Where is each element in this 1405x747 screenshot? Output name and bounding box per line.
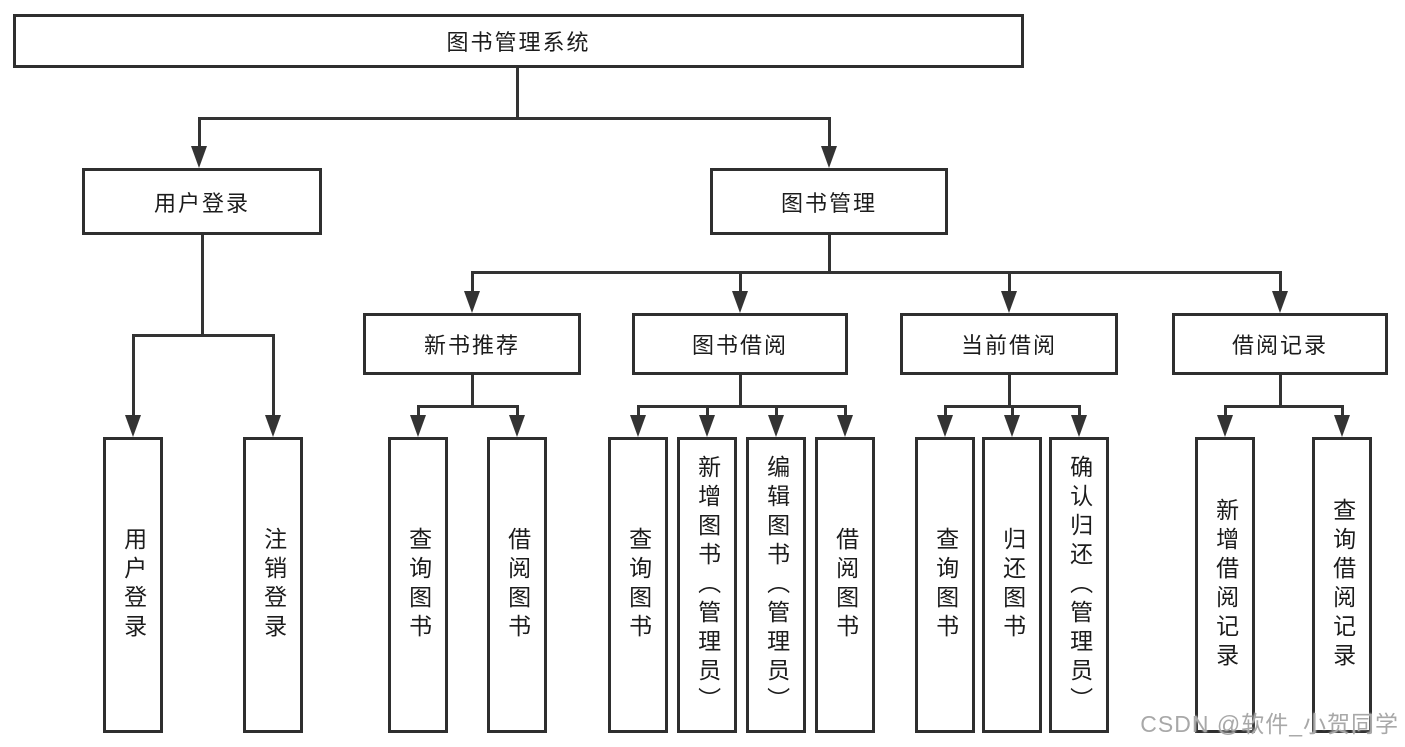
connector-drop-leaf xyxy=(1224,405,1227,417)
connector-rail-user-login xyxy=(132,334,274,337)
connector-drop-leaf xyxy=(944,405,947,417)
connector-drop-current-borrow xyxy=(1008,271,1011,293)
connector-drop-new-books xyxy=(471,271,474,293)
connector-book-mgmt-stem xyxy=(828,235,831,274)
leaf-query-borrow-record: 查询借阅记录 xyxy=(1312,437,1372,733)
connector-drop-leaf xyxy=(417,405,420,417)
connector-drop-book-mgmt xyxy=(828,117,831,148)
connector-drop-leaf xyxy=(516,405,519,417)
arrow-down xyxy=(1334,415,1350,437)
node-new-books: 新书推荐 xyxy=(363,313,581,375)
connector-borrow-records-stem xyxy=(1279,375,1282,408)
arrow-down xyxy=(464,291,480,313)
connector-user-login-stem xyxy=(201,235,204,337)
arrow-down xyxy=(768,415,784,437)
leaf-confirm-return-admin: 确认归还（管理员） xyxy=(1049,437,1109,733)
arrow-down xyxy=(509,415,525,437)
leaf-edit-books-admin: 编辑图书（管理员） xyxy=(746,437,806,733)
connector-root-stem xyxy=(516,68,519,120)
arrow-down xyxy=(937,415,953,437)
arrow-down xyxy=(1001,291,1017,313)
connector-new-books-stem xyxy=(471,375,474,408)
arrow-down xyxy=(1004,415,1020,437)
node-current-borrow: 当前借阅 xyxy=(900,313,1118,375)
arrow-down xyxy=(191,146,207,168)
connector-drop-leaf xyxy=(1078,405,1081,417)
leaf-user-login: 用户登录 xyxy=(103,437,163,733)
leaf-query-books: 查询图书 xyxy=(608,437,668,733)
arrow-down xyxy=(630,415,646,437)
arrow-down xyxy=(1272,291,1288,313)
connector-drop-leaf xyxy=(844,405,847,417)
connector-rail-borrow-records xyxy=(1224,405,1343,408)
connector-drop-leaf xyxy=(272,334,275,417)
arrow-down xyxy=(265,415,281,437)
arrow-down xyxy=(732,291,748,313)
arrow-down xyxy=(821,146,837,168)
connector-drop-book-borrow xyxy=(739,271,742,293)
arrow-down xyxy=(699,415,715,437)
node-root-system: 图书管理系统 xyxy=(13,14,1024,68)
node-book-borrow: 图书借阅 xyxy=(632,313,848,375)
node-borrow-records: 借阅记录 xyxy=(1172,313,1388,375)
connector-rail-level2 xyxy=(198,117,831,120)
arrow-down xyxy=(410,415,426,437)
leaf-borrow-books: 借阅图书 xyxy=(815,437,875,733)
leaf-query-books: 查询图书 xyxy=(915,437,975,733)
connector-rail-new-books xyxy=(417,405,518,408)
connector-drop-leaf xyxy=(706,405,709,417)
watermark: CSDN @软件_小贺同学 xyxy=(1140,711,1399,737)
arrow-down xyxy=(1071,415,1087,437)
node-user-login: 用户登录 xyxy=(82,168,322,235)
leaf-add-books-admin: 新增图书（管理员） xyxy=(677,437,737,733)
arrow-down xyxy=(837,415,853,437)
connector-drop-borrow-records xyxy=(1279,271,1282,293)
connector-drop-user-login xyxy=(198,117,201,148)
connector-book-borrow-stem xyxy=(739,375,742,408)
connector-drop-leaf xyxy=(132,334,135,417)
leaf-return-books: 归还图书 xyxy=(982,437,1042,733)
node-book-mgmt: 图书管理 xyxy=(710,168,948,235)
leaf-add-borrow-record: 新增借阅记录 xyxy=(1195,437,1255,733)
leaf-query-books: 查询图书 xyxy=(388,437,448,733)
connector-drop-leaf xyxy=(637,405,640,417)
connector-drop-leaf xyxy=(1011,405,1014,417)
leaf-borrow-books: 借阅图书 xyxy=(487,437,547,733)
connector-current-borrow-stem xyxy=(1008,375,1011,408)
leaf-logout: 注销登录 xyxy=(243,437,303,733)
connector-drop-leaf xyxy=(775,405,778,417)
connector-rail-level3 xyxy=(471,271,1281,274)
arrow-down xyxy=(1217,415,1233,437)
connector-drop-leaf xyxy=(1341,405,1344,417)
connector-rail-book-borrow xyxy=(637,405,846,408)
arrow-down xyxy=(125,415,141,437)
